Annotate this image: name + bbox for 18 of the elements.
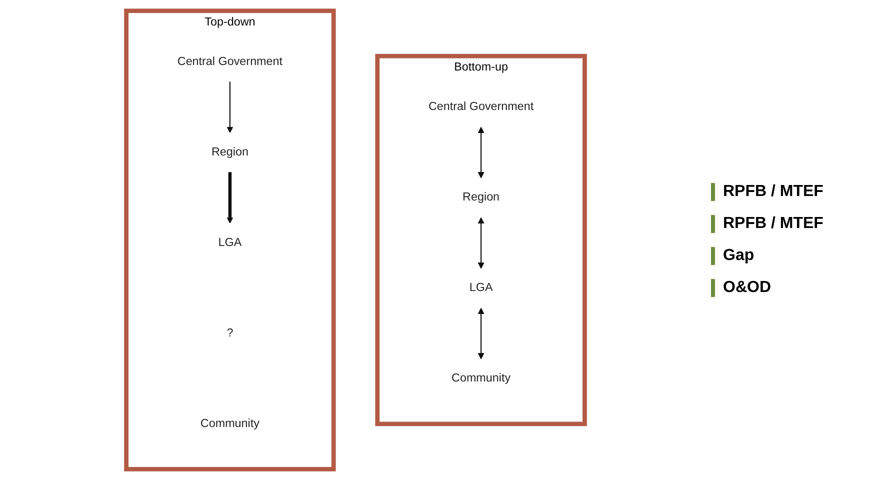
arrow	[478, 307, 484, 359]
node-text: Community	[452, 372, 511, 384]
arrow	[226, 81, 234, 132]
node-text: Central Government	[428, 100, 534, 113]
node-text: Community	[200, 416, 260, 430]
arrow	[478, 216, 484, 268]
bracket-label: RPFB / MTEF	[711, 214, 881, 232]
node-text: LGA	[218, 236, 242, 248]
node-text: Region	[211, 145, 248, 158]
node-text: LGA	[469, 281, 493, 294]
node-text: Central Government	[177, 54, 283, 68]
arrow	[226, 172, 234, 223]
node-text: Region	[462, 190, 500, 204]
arrow	[478, 126, 484, 178]
bracket-label: Gap	[711, 246, 881, 264]
node-text: ?	[226, 326, 234, 339]
bracket-label: RPFB / MTEF	[711, 182, 881, 200]
bracket-label: O&OD	[711, 278, 881, 296]
